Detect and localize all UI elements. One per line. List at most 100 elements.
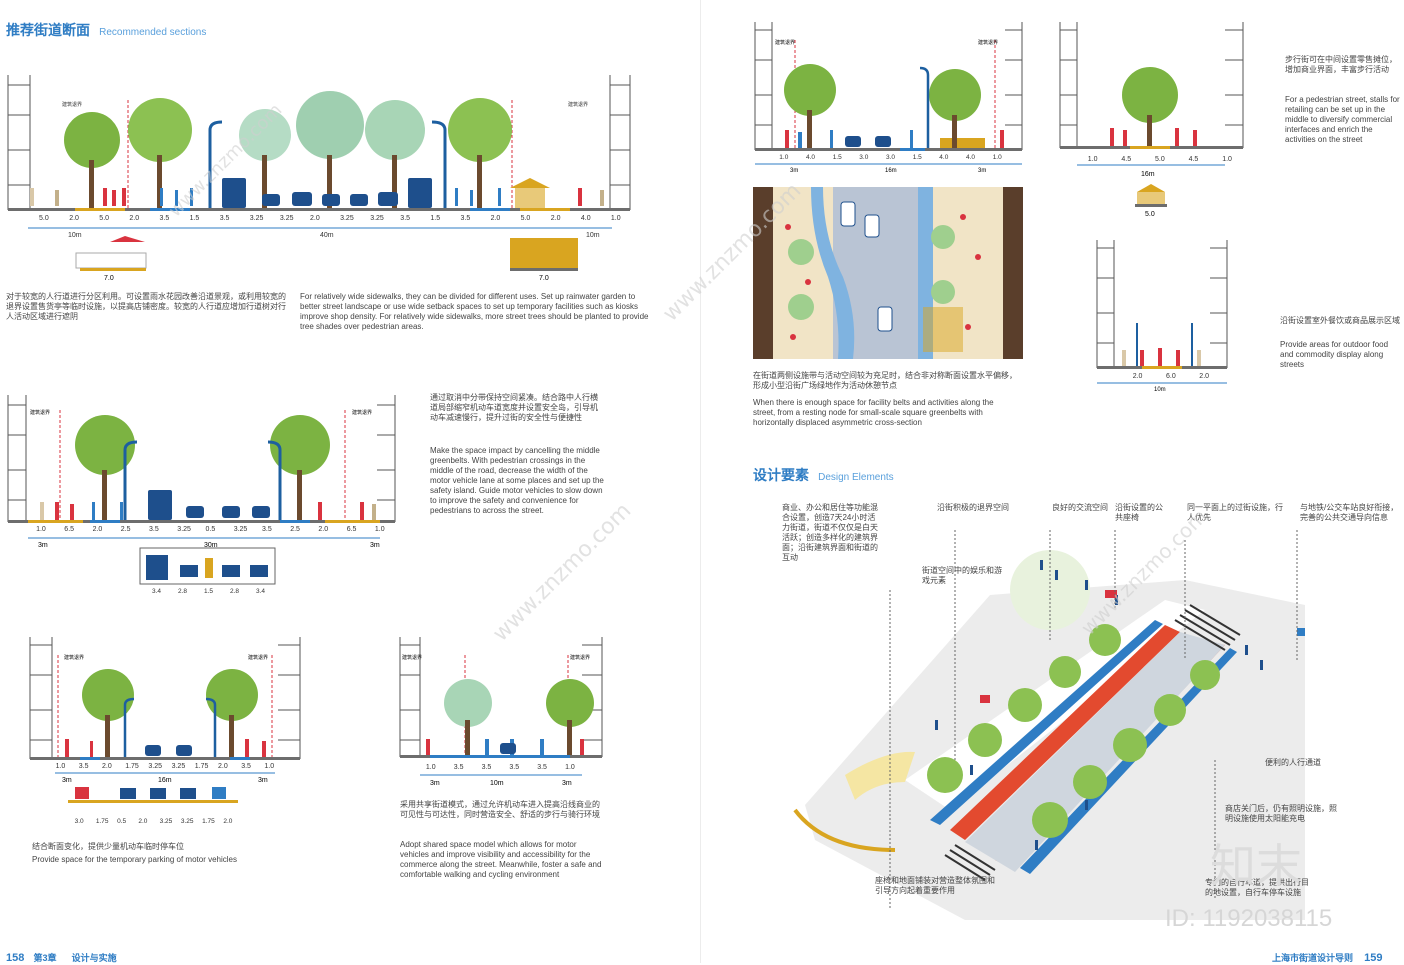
building-right [582, 637, 603, 757]
left-header-title-cn: 推荐街道断面 [6, 23, 90, 39]
label-solar-lighting: 商店关门后，仍有照明设施，照明设施使用太阳能充电 [1225, 804, 1337, 823]
dimension-label: 2.0 [138, 818, 147, 825]
tree-icons [784, 64, 981, 148]
dimension-label: 0.5 [206, 526, 216, 533]
streetlight-icons [1136, 323, 1193, 366]
dimension-label: 2.0 [318, 526, 328, 533]
section3-text-en: Provide space for the temporary parking … [32, 855, 237, 864]
section2-text-en: Make the space impact by cancelling the … [430, 446, 604, 515]
inset-left: 7.0 [75, 236, 147, 282]
section6-text-en: For a pedestrian street, stalls for reta… [1285, 95, 1400, 144]
pedestrian-icons [935, 560, 1263, 850]
dimension-label: 1.0 [264, 763, 274, 770]
dimension-label: 1.0 [611, 215, 621, 222]
tree-icons [1122, 67, 1178, 146]
dimension-label: 3.25 [234, 526, 248, 533]
left-folio: 158 第3章 设计与实施 [6, 946, 117, 965]
tree-icons [444, 679, 594, 755]
dimension-label: 1.0 [565, 764, 575, 771]
section5-text-en: When there is enough space for facility … [753, 398, 994, 427]
watermark-brand: 知末 [1210, 839, 1302, 893]
section1-right-width: 10m [586, 232, 600, 239]
setback-label-right: 建筑退界 [568, 101, 588, 108]
dimension-label: 3.25 [148, 763, 162, 770]
section5-mid-width: 16m [885, 168, 897, 174]
bike-lane-left [150, 208, 190, 211]
dimension-label: 6.0 [1166, 373, 1176, 380]
setback-label-left: 建筑退界 [402, 654, 422, 661]
dimension-label: 2.0 [69, 215, 79, 222]
dimension-label: 1.0 [426, 764, 436, 771]
dimension-label: 3.25 [181, 818, 194, 825]
dimension-label: 3.25 [280, 215, 294, 222]
svg-text:5.0: 5.0 [1145, 211, 1155, 218]
dimension-label: 2.0 [1199, 373, 1209, 380]
section4-left-width: 3m [430, 780, 440, 787]
setback-label-left: 建筑退界 [775, 39, 795, 46]
setback-label-left: 建筑退界 [30, 409, 50, 416]
design-elements-axonometric [793, 530, 1305, 920]
dimension-label: 1.0 [36, 526, 46, 533]
dimension-label: 3.25 [177, 526, 191, 533]
dimension-label: 1.75 [195, 763, 209, 770]
yellow-curb [793, 808, 896, 852]
crosswalk [944, 604, 1241, 881]
tree-icons [75, 415, 330, 520]
section1-left-width: 10m [68, 232, 82, 239]
dimension-label: 3.25 [172, 763, 186, 770]
design-elements-title-cn: 设计要素 [753, 468, 809, 484]
section3-right-width: 3m [258, 777, 268, 784]
section-label: 设计与实施 [71, 953, 117, 963]
building-left [7, 395, 27, 522]
dimension-label: 1.0 [993, 154, 1002, 161]
dimension-label: 4.0 [581, 215, 591, 222]
building-left [29, 637, 53, 759]
page-spine [700, 0, 701, 963]
display-strip [1142, 366, 1182, 369]
dimension-label: 1.5 [430, 215, 440, 222]
shared-lane [430, 755, 570, 758]
section1-text-en: For relatively wide sidewalks, they can … [300, 292, 649, 331]
building-left [754, 22, 773, 150]
dimension-label: 3.5 [400, 215, 410, 222]
ground-line [8, 208, 630, 211]
dimension-label: 2.5 [121, 526, 131, 533]
dimension-label: 3.5 [160, 215, 170, 222]
label-seating-paving: 座椅和地面铺装对营造整体氛围和引导方向起着重要作用 [875, 876, 995, 895]
streetlight-icons [208, 120, 447, 208]
section5-text-cn: 在街道两侧设施带与活动空间较为充足时，结合非对称断面设置水平偏移，形成小型沿街广… [753, 371, 1017, 390]
dimension-label: 2.0 [93, 526, 103, 533]
design-elements-title-en: Design Elements [818, 472, 894, 483]
canopy [845, 751, 915, 800]
dimension-label: 1.5 [913, 154, 922, 161]
section2-left-width: 3m [38, 542, 48, 549]
section6-inset: 5.0 [1135, 184, 1167, 218]
vehicle-icons [145, 745, 192, 756]
dimension-label: 1.5 [190, 215, 200, 222]
right-folio: 上海市街道设计导则 159 [1272, 946, 1382, 965]
dimension-label: 3.25 [160, 818, 173, 825]
pedestrian-icons [65, 739, 266, 757]
streetlight-icons [123, 440, 282, 520]
label-active-setback: 沿街积极的退界空间 [937, 503, 1009, 512]
setback-label-right: 建筑退界 [248, 654, 268, 661]
section2-mid-width: 30m [204, 542, 218, 549]
setback-right [520, 208, 570, 211]
label-transit-connection: 与地铁/公交车站良好衔接，完善的公共交通导向信息 [1300, 503, 1399, 522]
streetlight-icons [123, 697, 217, 757]
dimension-label: 3.5 [509, 764, 519, 771]
dimension-label: 3.5 [482, 764, 492, 771]
dimension-label: 3.0 [75, 818, 84, 825]
dimension-label: 6.5 [64, 526, 74, 533]
dimension-label: 5.0 [39, 215, 49, 222]
section5-left-width: 3m [790, 168, 798, 174]
dimension-label: 1.0 [1222, 156, 1232, 163]
plaza-platform [940, 138, 985, 148]
kiosk-icon [510, 178, 550, 208]
dimension-label: 1.75 [96, 818, 109, 825]
